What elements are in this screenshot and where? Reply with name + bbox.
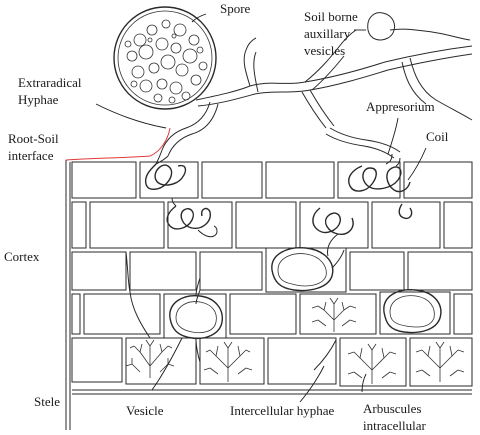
leader-spore [191, 13, 207, 23]
label-soil-borne-3: vesicles [304, 43, 345, 58]
soil-borne-vesicle [367, 12, 471, 41]
spore-outer-wall [113, 6, 217, 110]
arbuscule-3 [347, 343, 397, 384]
leader-lines [95, 13, 427, 403]
arbuscule-4 [415, 341, 465, 382]
vesicle-lower-left [169, 277, 223, 340]
vesicle-upper-right [271, 247, 345, 292]
coil-right-mid [312, 203, 413, 257]
vesicle-hypha [389, 28, 471, 41]
arbuscule-1 [125, 339, 175, 378]
coil-right-top [348, 153, 411, 193]
label-intercellular-hyphae: Intercellular hyphae [230, 403, 335, 418]
intercellular-hyphae [125, 251, 337, 371]
extraradical-hyphae [155, 29, 473, 165]
label-soil-borne-1: Soil borne [304, 9, 358, 24]
label-root-soil-1: Root-Soil [8, 131, 59, 146]
spore [113, 6, 217, 110]
leader-extraradical [95, 103, 167, 129]
label-cortex: Cortex [4, 249, 40, 264]
leader-vesicle-bottom [151, 337, 183, 391]
label-vesicle: Vesicle [126, 403, 164, 418]
label-arbuscules-1: Arbuscules [363, 401, 422, 416]
coil-left-mid [166, 197, 211, 230]
label-extraradical-1: Extraradical [18, 75, 82, 90]
leader-coil [407, 147, 427, 181]
label-soil-borne-2: auxillary [304, 26, 351, 41]
spore-inner-wall [117, 10, 213, 106]
label-arbuscules-2: intracellular [363, 418, 426, 433]
label-stele: Stele [34, 394, 60, 409]
cortex-cells [65, 160, 473, 430]
label-extraradical-2: Hyphae [18, 92, 59, 107]
leader-appresorium [387, 117, 399, 155]
label-appresorium: Appresorium [366, 99, 435, 114]
coil-left-mid-2 [197, 225, 218, 238]
label-spore: Spore [220, 1, 251, 16]
vesicle-lower-right [383, 289, 442, 334]
root-soil-interface-line [65, 127, 171, 161]
arbuscule-5 [311, 297, 357, 332]
spore-contents [124, 19, 208, 104]
label-coil: Coil [426, 129, 449, 144]
label-root-soil-2: interface [8, 148, 54, 163]
leader-intercellular [299, 365, 325, 403]
leader-arbuscules [361, 373, 367, 393]
arbuscule-2 [203, 341, 253, 382]
coil-left-top [144, 155, 187, 190]
